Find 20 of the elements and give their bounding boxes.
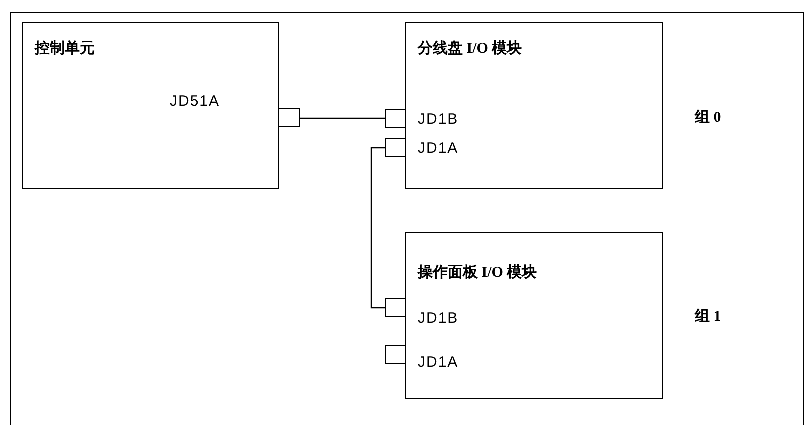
group-label: 组 1: [695, 310, 722, 325]
connector-port: [278, 108, 300, 127]
connector-label: JD1A: [418, 355, 459, 370]
module-title: 分线盘 I/O 模块: [418, 42, 522, 57]
cable-line: [370, 147, 385, 309]
connector-label: JD1B: [418, 112, 459, 127]
connector-label: JD1A: [418, 141, 459, 156]
connector-port: [385, 138, 406, 157]
connector-label: JD51A: [170, 94, 220, 109]
module-box: [405, 22, 663, 189]
connector-label: JD1B: [418, 311, 459, 326]
cable-line: [300, 118, 385, 120]
connector-port: [385, 109, 406, 128]
module-box: [22, 22, 279, 189]
connector-port: [385, 345, 406, 364]
connector-port: [385, 298, 406, 317]
module-box: [405, 232, 663, 399]
group-label: 组 0: [695, 111, 722, 126]
unit-title: 控制单元: [35, 42, 95, 57]
module-title: 操作面板 I/O 模块: [418, 266, 538, 281]
